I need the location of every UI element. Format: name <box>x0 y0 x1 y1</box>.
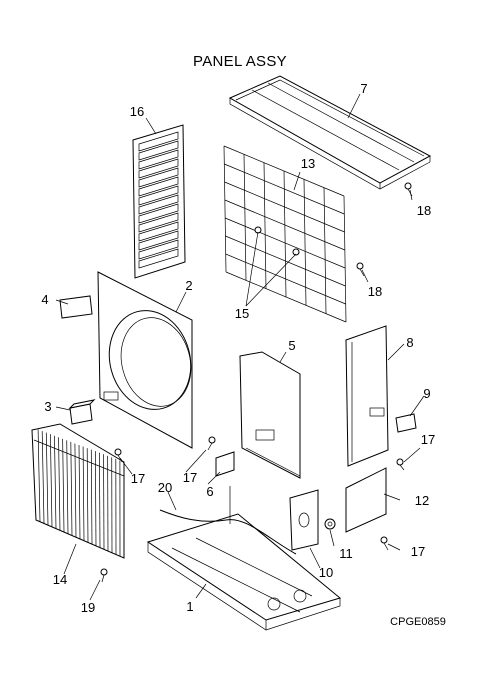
callout-7: 7 <box>360 81 367 96</box>
part-8-right-panel <box>346 326 388 466</box>
callout-16: 16 <box>130 104 144 119</box>
part-5-service-panel <box>240 352 300 478</box>
part-3-small-cover <box>70 400 94 424</box>
screw-icon-17b <box>208 437 215 450</box>
diagram-code: CPGE0859 <box>390 616 446 628</box>
part-10-terminal-cover <box>290 490 318 550</box>
callout-6: 6 <box>206 484 213 499</box>
screw-icon-18b <box>357 263 364 276</box>
part-6-bracket <box>216 452 234 476</box>
callout-10: 10 <box>319 565 333 580</box>
part-12-cover-plate <box>346 468 386 532</box>
screw-icon-17c <box>397 459 404 470</box>
callout-18-middle: 18 <box>368 284 382 299</box>
part-14-fan-guard <box>32 424 124 558</box>
callout-17-center: 17 <box>183 470 197 485</box>
part-4-label <box>60 296 92 318</box>
callout-4: 4 <box>41 292 48 307</box>
callout-12: 12 <box>415 493 429 508</box>
callout-2: 2 <box>185 278 192 293</box>
callout-11: 11 <box>339 546 353 561</box>
callout-8: 8 <box>406 335 413 350</box>
callout-9: 9 <box>423 386 430 401</box>
part-16-side-grille <box>133 125 185 278</box>
callout-17-bottom: 17 <box>411 544 425 559</box>
diagram-title: PANEL ASSY <box>193 53 287 70</box>
screw-icon-17d <box>381 537 388 550</box>
callout-18-top: 18 <box>417 203 431 218</box>
callout-19: 19 <box>81 600 95 615</box>
callout-17-left: 17 <box>131 471 145 486</box>
callout-1: 1 <box>186 599 193 614</box>
part-13-wire-grille <box>224 146 346 322</box>
callout-15: 15 <box>235 306 249 321</box>
callout-3: 3 <box>44 399 51 414</box>
callout-17-right: 17 <box>421 432 435 447</box>
callout-13: 13 <box>301 156 315 171</box>
screw-icon-19 <box>101 569 107 582</box>
part-11-grommet <box>325 519 335 529</box>
callout-20: 20 <box>158 480 172 495</box>
part-2-front-panel <box>98 272 202 448</box>
part-9-cap <box>396 414 416 432</box>
callout-5: 5 <box>288 338 295 353</box>
callout-14: 14 <box>53 572 67 587</box>
part-7-top-panel <box>230 76 430 189</box>
